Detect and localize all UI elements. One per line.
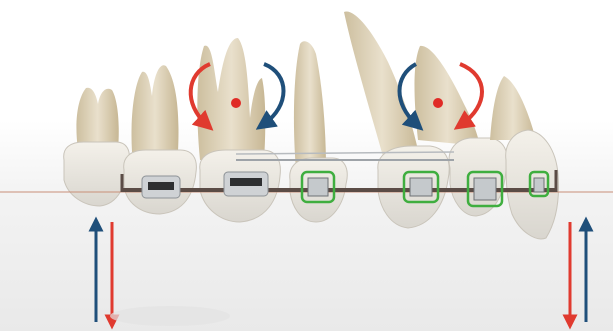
center-of-rotation-dot-left xyxy=(231,98,241,108)
center-of-rotation-dot-right xyxy=(433,98,443,108)
molar-tube-1 xyxy=(142,176,180,198)
molar-tube-2 xyxy=(224,172,268,196)
floor-reflection xyxy=(110,306,230,326)
